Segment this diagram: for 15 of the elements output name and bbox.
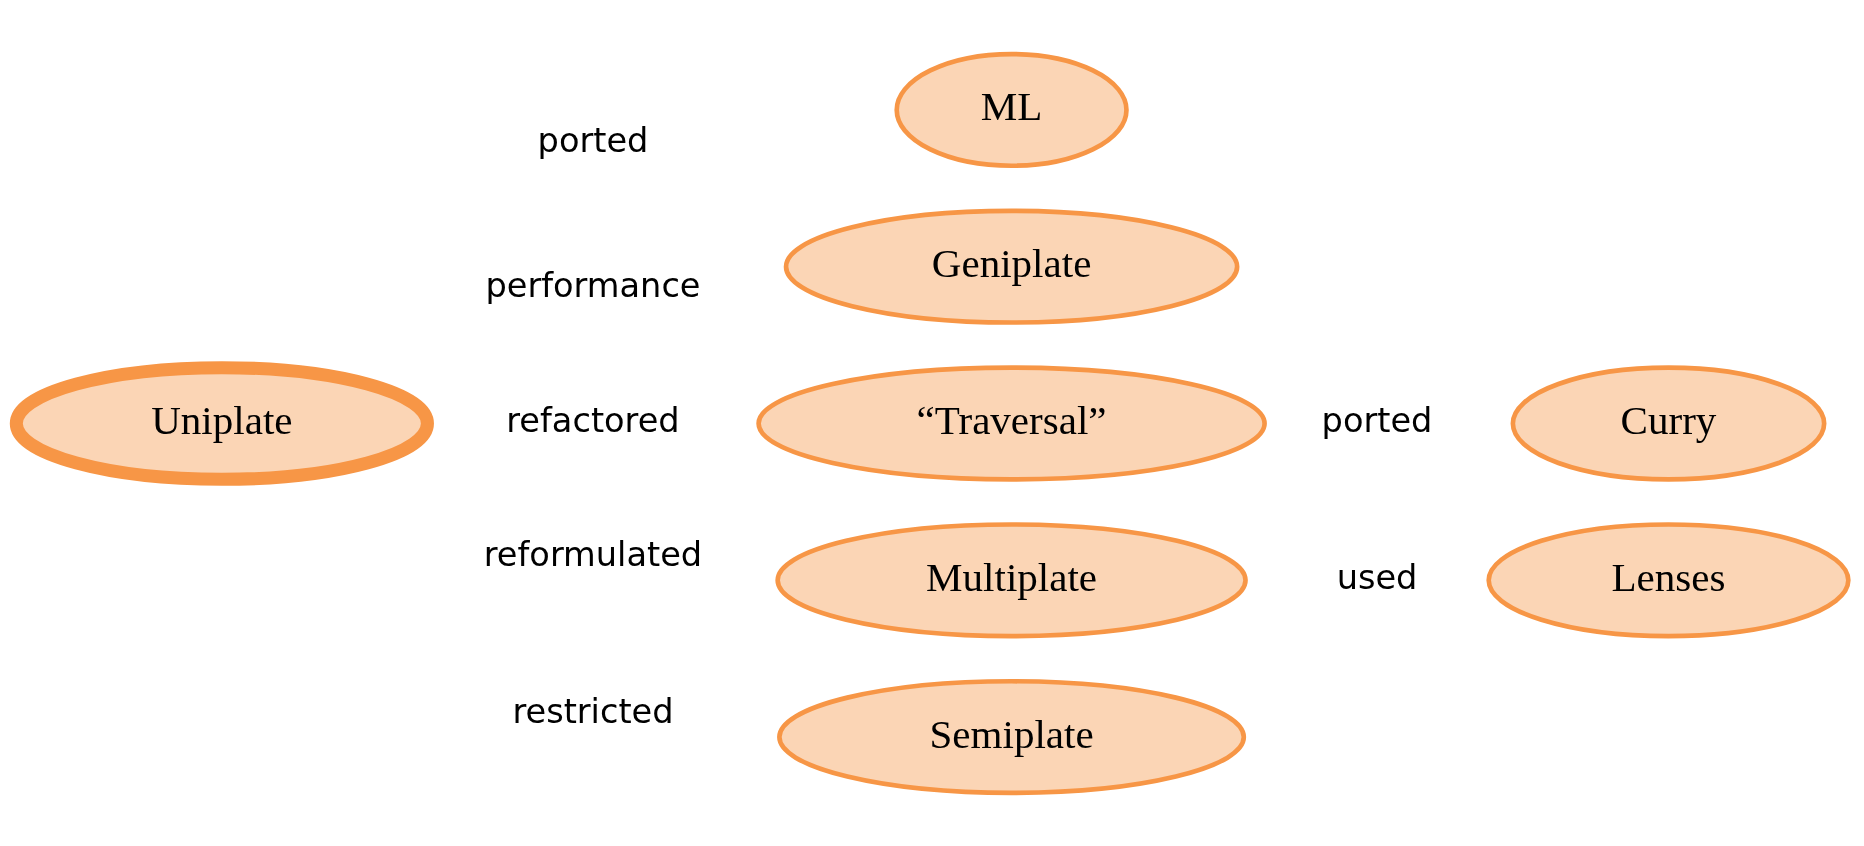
label: ported xyxy=(537,120,649,160)
node-ellipse: Semiplate xyxy=(777,678,1247,795)
node-ellipse: Multiplate xyxy=(775,521,1248,638)
node-ellipse: Lenses xyxy=(1486,521,1851,638)
label: ported xyxy=(1321,400,1433,440)
node-ellipse: “Traversal” xyxy=(756,364,1267,482)
label: performance xyxy=(485,265,701,305)
label: restricted xyxy=(512,691,674,731)
label: reformulated xyxy=(483,534,703,574)
label: refactored xyxy=(506,400,680,440)
node-ellipse: Curry xyxy=(1510,364,1827,482)
node-ellipse: Uniplate xyxy=(9,360,434,486)
label: used xyxy=(1336,557,1418,597)
node-ellipse: ML xyxy=(894,51,1129,168)
node-ellipse: Geniplate xyxy=(783,208,1240,325)
